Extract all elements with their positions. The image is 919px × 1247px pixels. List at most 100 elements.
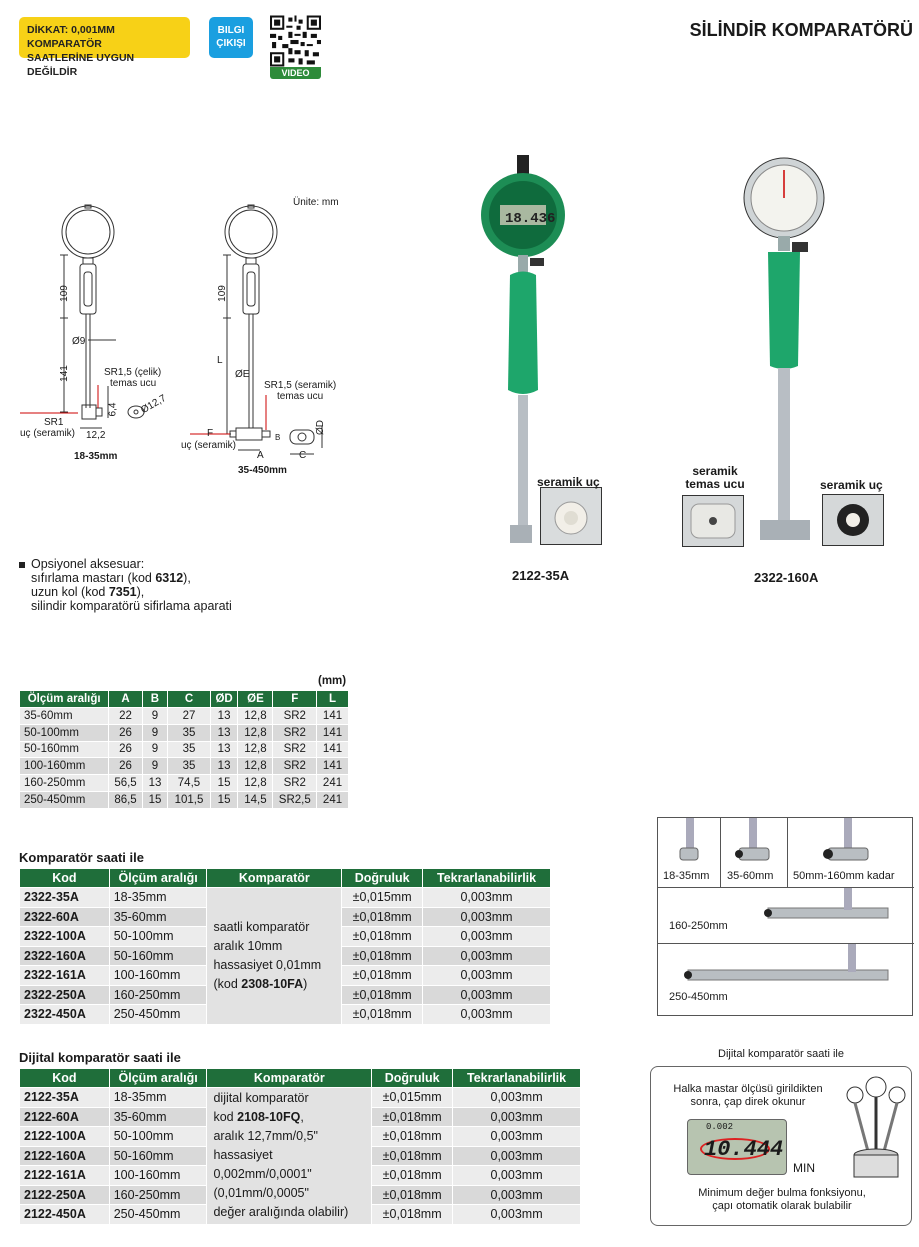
range-cell: 250-450mm	[108, 1204, 208, 1225]
tip-label-1: 18-35mm	[663, 870, 710, 882]
table-cell: 14,5	[237, 790, 274, 809]
right-inset1-label-1: seramik	[692, 464, 738, 478]
video-label[interactable]: VIDEO	[270, 67, 321, 79]
right-inset1-label-2: temas ucu	[685, 477, 745, 491]
comp-line: hassasiyet	[213, 1148, 273, 1163]
repeatability-cell: 0,003mm	[422, 1004, 551, 1025]
right-sr15-2: temas ucu	[277, 391, 324, 402]
accessory-line-4: silindir komparatörü sifirlama aparati	[31, 599, 232, 613]
comp-post: )	[303, 976, 308, 991]
comp-line: değer aralığında olabilir)	[213, 1205, 349, 1220]
tip-label-5: 250-450mm	[669, 991, 728, 1003]
table-cell: SR2	[272, 740, 318, 759]
comp-code: 2308-10FA	[241, 976, 304, 991]
code-cell: 2322-60A	[19, 906, 110, 927]
dim-th: B	[141, 690, 169, 708]
qr-code-icon[interactable]	[270, 15, 321, 67]
digital-box-title: Dijital komparatör saati ile	[718, 1048, 844, 1060]
accuracy-cell: ±0,018mm	[371, 1106, 454, 1127]
table-cell: 250-450mm	[18, 790, 110, 809]
accuracy-cell: ±0,018mm	[341, 926, 424, 947]
tip-label-3: 50mm-160mm kadar	[793, 870, 895, 882]
left-dim-141: 141	[58, 365, 70, 382]
repeatability-cell: 0,003mm	[452, 1184, 581, 1205]
repeatability-cell: 0,003mm	[422, 965, 551, 986]
drawing-left	[20, 204, 145, 429]
digital-th: Doğruluk	[371, 1068, 454, 1088]
digital-box-text-2-line-1: Minimum değer bulma fonksiyonu,	[698, 1187, 866, 1199]
bullet-icon	[19, 561, 25, 568]
table-cell: SR2,5	[272, 790, 318, 809]
comp-line: aralık 10mm	[213, 938, 283, 953]
comp-line: kod 2108-10FQ,	[213, 1108, 365, 1127]
table-cell: 100-160mm	[18, 757, 110, 776]
comp-line: hassasiyet 0,01mm	[213, 957, 322, 972]
page-title: SİLİNDİR KOMPARATÖRÜ	[689, 20, 913, 40]
left-sr15-1: SR1,5 (çelik)	[104, 367, 162, 378]
table-cell: 160-250mm	[18, 774, 110, 792]
left-dim-d9: Ø9	[72, 336, 86, 347]
dim-th: F	[272, 690, 318, 708]
digital-feature-box: Halka mastar ölçüsü girildikten sonra, ç…	[650, 1066, 912, 1226]
comp-line: aralık 12,7mm/0,5"	[213, 1129, 318, 1144]
table-cell: 35-60mm	[18, 707, 110, 725]
accuracy-cell: ±0,018mm	[341, 965, 424, 986]
analog-th: Tekrarlanabilirlik	[422, 868, 551, 888]
range-cell: 160-250mm	[108, 1184, 208, 1205]
accessory-line-2-post: ),	[183, 571, 191, 585]
range-cell: 50-160mm	[108, 945, 208, 966]
code-cell: 2322-250A	[19, 984, 110, 1005]
range-cell: 160-250mm	[108, 984, 208, 1005]
range-cell: 18-35mm	[108, 887, 208, 908]
dim-table-header: Ölçüm aralığı A B C ØD ØE F L	[18, 690, 349, 708]
left-sr15-2: temas ucu	[110, 378, 157, 389]
code-cell: 2122-450A	[19, 1204, 110, 1225]
analog-table: Kod Ölçüm aralığı Komparatör Doğruluk Te…	[19, 868, 551, 1025]
code-cell: 2122-35A	[19, 1087, 110, 1108]
table-cell: 50-100mm	[18, 723, 110, 742]
table-cell: 50-160mm	[18, 740, 110, 759]
digital-table-header: Kod Ölçüm aralığı Komparatör Doğruluk Te…	[19, 1068, 581, 1088]
dim-th: Ölçüm aralığı	[18, 690, 110, 708]
table-cell: 141	[316, 740, 349, 759]
info-badge[interactable]: BILGI ÇIKIŞI	[209, 17, 253, 58]
code-cell: 2122-60A	[19, 1106, 110, 1127]
tips-panel: 18-35mm 35-60mm 50mm-160mm kadar 160-250…	[657, 817, 914, 1016]
repeatability-cell: 0,003mm	[422, 926, 551, 947]
range-cell: 100-160mm	[108, 965, 208, 986]
analog-table-header: Kod Ölçüm aralığı Komparatör Doğruluk Te…	[19, 868, 551, 888]
right-inset1-label: seramik temas ucu	[680, 465, 750, 491]
accessory-line-1-text: Opsiyonel aksesuar:	[31, 557, 145, 571]
accessory-line-3: uzun kol (kod 7351),	[19, 585, 232, 599]
digital-th: Tekrarlanabilirlik	[452, 1068, 581, 1088]
table-cell: 26	[108, 757, 143, 776]
table-cell: 141	[316, 757, 349, 776]
accessory-line-3-pre: uzun kol (kod	[31, 585, 109, 599]
right-caption: 35-450mm	[238, 465, 287, 476]
dim-th: ØE	[237, 690, 274, 708]
right-dim-de: ØE	[235, 369, 250, 380]
repeatability-cell: 0,003mm	[452, 1106, 581, 1127]
accessory-line-2: sıfırlama mastarı (kod 6312),	[19, 571, 232, 585]
comp-line: (kod 2308-10FA)	[213, 975, 335, 994]
right-uc: uç (seramik)	[181, 440, 237, 451]
accessory-line-1: Opsiyonel aksesuar:	[19, 557, 232, 571]
table-cell: 22	[108, 707, 143, 725]
left-dim-109: 109	[58, 285, 70, 302]
table-cell: 86,5	[108, 790, 143, 809]
drawing-right	[190, 204, 323, 455]
accessory-line-2-pre: sıfırlama mastarı (kod	[31, 571, 156, 585]
accuracy-cell: ±0,018mm	[341, 1004, 424, 1025]
accessory-code-6312: 6312	[155, 571, 184, 585]
digital-th: Kod	[19, 1068, 110, 1088]
lcd-display: 0.002 10.444	[687, 1119, 787, 1175]
dim-table-unit: (mm)	[318, 675, 347, 687]
table-cell: 13	[209, 707, 239, 725]
